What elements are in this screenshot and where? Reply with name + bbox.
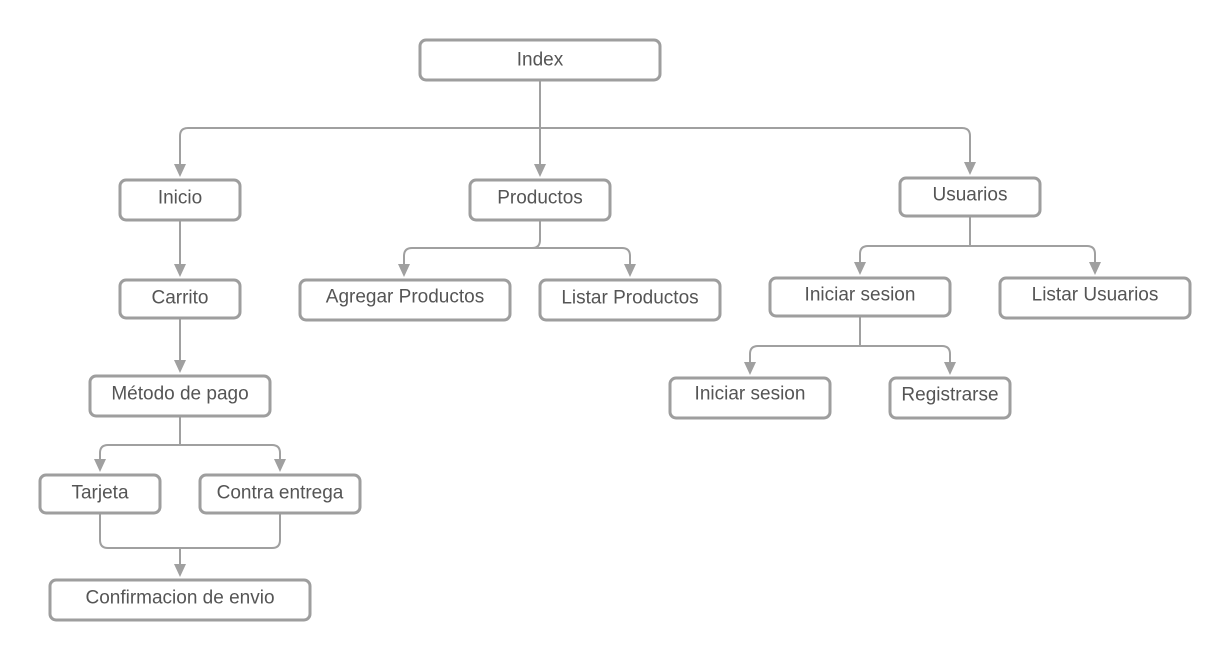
- node-carrito[interactable]: Carrito: [118, 278, 242, 320]
- connector-contra-confirm: [180, 513, 281, 549]
- arrowhead: [534, 164, 546, 177]
- node-label: Iniciar sesion: [805, 285, 916, 306]
- arrowhead: [274, 459, 286, 472]
- node-label: Método de pago: [111, 384, 248, 405]
- node-listar-usuarios[interactable]: Listar Usuarios: [998, 276, 1192, 320]
- node-metodo-de-pago[interactable]: Método de pago: [88, 374, 272, 418]
- connector-iniciar-iniciar: [749, 345, 860, 366]
- node-label: Carrito: [151, 288, 208, 309]
- node-label: Registrarse: [901, 385, 998, 406]
- connector-index-inicio: [179, 127, 540, 168]
- arrowhead: [944, 362, 956, 375]
- arrowhead: [174, 264, 186, 277]
- node-registrarse[interactable]: Registrarse: [888, 376, 1012, 420]
- nodes: Index Inicio Productos Usuarios Carrito …: [38, 38, 1192, 622]
- arrowhead: [624, 264, 636, 277]
- connectors: [99, 80, 1096, 570]
- arrowhead: [174, 164, 186, 177]
- arrowhead: [398, 264, 410, 277]
- connector-index-usuarios: [540, 127, 971, 166]
- node-label: Confirmacion de envio: [85, 588, 274, 609]
- node-agregar-productos[interactable]: Agregar Productos: [298, 278, 512, 322]
- node-iniciar-sesion-group[interactable]: Iniciar sesion: [768, 276, 952, 318]
- connector-metodo-contra: [180, 444, 281, 464]
- node-label: Contra entrega: [217, 483, 344, 504]
- connector-usuarios-iniciar: [859, 245, 970, 266]
- arrowhead: [854, 262, 866, 275]
- arrowhead: [94, 459, 106, 472]
- connector-productos-trunk: [531, 220, 541, 249]
- arrowhead: [174, 564, 186, 577]
- arrowheads: [94, 162, 1101, 577]
- connector-iniciar-registrarse: [860, 345, 951, 366]
- node-usuarios[interactable]: Usuarios: [898, 176, 1042, 218]
- node-label: Inicio: [158, 188, 202, 209]
- node-listar-productos[interactable]: Listar Productos: [538, 278, 722, 322]
- connector-tarjeta-confirm: [99, 513, 180, 549]
- node-iniciar-sesion[interactable]: Iniciar sesion: [668, 376, 832, 420]
- node-label: Productos: [497, 188, 583, 209]
- node-label: Agregar Productos: [326, 287, 484, 308]
- node-label: Iniciar sesion: [695, 384, 806, 405]
- node-label: Usuarios: [933, 185, 1008, 206]
- connector-metodo-tarjeta: [99, 444, 180, 464]
- node-index[interactable]: Index: [418, 38, 662, 82]
- node-label: Index: [517, 50, 564, 71]
- node-label: Listar Usuarios: [1032, 285, 1159, 306]
- node-confirmacion-de-envio[interactable]: Confirmacion de envio: [48, 578, 312, 622]
- node-productos[interactable]: Productos: [468, 178, 612, 222]
- node-label: Listar Productos: [561, 288, 698, 309]
- arrowhead: [964, 162, 976, 175]
- connector-usuarios-listar: [970, 245, 1096, 266]
- arrowhead: [174, 360, 186, 373]
- node-label: Tarjeta: [71, 483, 128, 504]
- arrowhead: [744, 362, 756, 375]
- node-tarjeta[interactable]: Tarjeta: [38, 473, 162, 515]
- connector-productos-agregar: [403, 247, 540, 270]
- node-contra-entrega[interactable]: Contra entrega: [198, 473, 362, 515]
- node-inicio[interactable]: Inicio: [118, 178, 242, 222]
- connector-productos-listar: [540, 247, 631, 270]
- arrowhead: [1089, 262, 1101, 275]
